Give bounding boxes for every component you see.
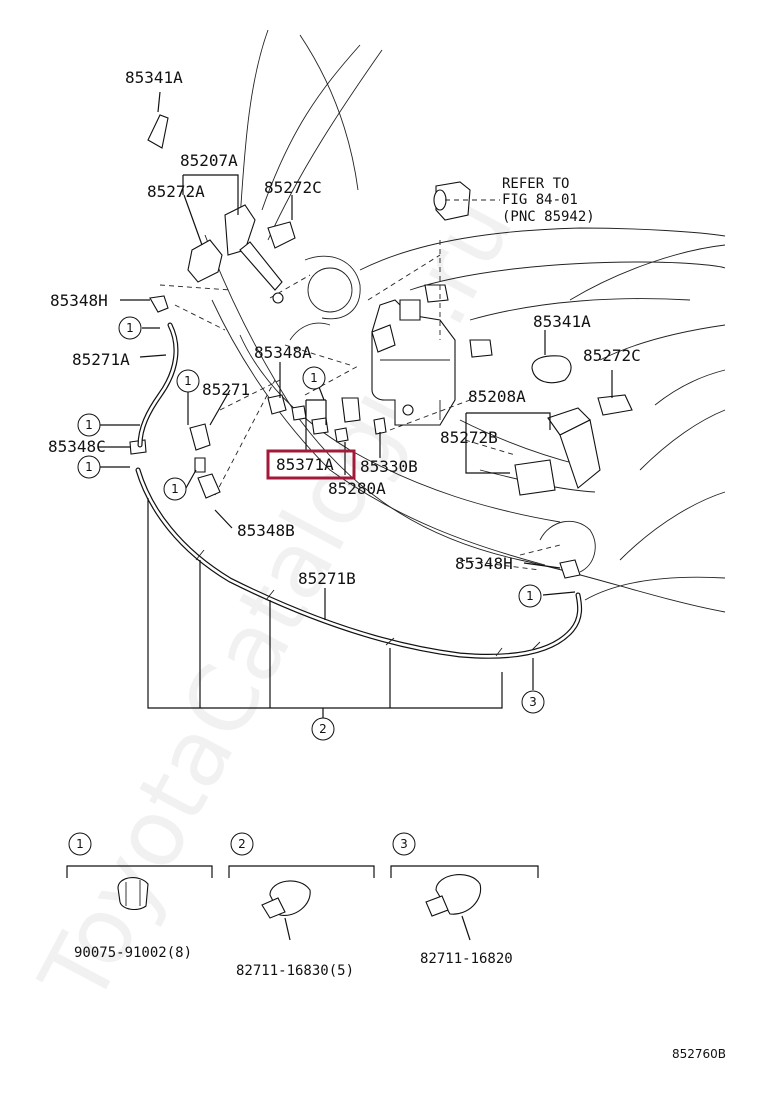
clip-1-part[interactable]: 90075-91002(8) (74, 945, 192, 961)
label-85271[interactable]: 85271 (202, 380, 250, 399)
refer-line3: (PNC 85942) (502, 209, 595, 225)
svg-text:1: 1 (126, 321, 134, 335)
callout-1-f: 1 (163, 477, 187, 501)
refer-line1: REFER TO (502, 176, 569, 192)
label-85272A[interactable]: 85272A (147, 182, 205, 201)
joint-85348H-right (559, 559, 581, 579)
clip-3: 3 82711-16820 (390, 832, 539, 967)
part-labels: 85341A 85207A 85272A 85272C 85348H 85271… (48, 68, 641, 588)
check-valve-group (267, 394, 387, 443)
label-85348H-right[interactable]: 85348H (455, 554, 513, 573)
label-85330B[interactable]: 85330B (360, 457, 418, 476)
svg-text:2: 2 (238, 837, 246, 851)
callout-1-e: 1 (77, 455, 101, 479)
leader-lines (98, 91, 613, 720)
label-85271B[interactable]: 85271B (298, 569, 356, 588)
label-85280A[interactable]: 85280A (328, 479, 386, 498)
label-85371A[interactable]: 85371A (276, 455, 334, 474)
label-85271A[interactable]: 85271A (72, 350, 130, 369)
svg-text:1: 1 (526, 589, 534, 603)
vehicle-body-outline (204, 29, 726, 613)
callout-1-b: 1 (176, 369, 200, 393)
svg-text:1: 1 (85, 460, 93, 474)
hose-85271B (135, 467, 583, 659)
label-85272B[interactable]: 85272B (440, 428, 498, 447)
clip-legend: 1 90075-91002(8) 2 82711-16830(5) 3 8271… (66, 832, 539, 979)
svg-text:1: 1 (310, 371, 318, 385)
callout-1-g: 1 (518, 584, 542, 608)
washer-reservoir (371, 284, 493, 426)
svg-text:1: 1 (76, 837, 84, 851)
label-85348A[interactable]: 85348A (254, 343, 312, 362)
svg-text:1: 1 (184, 374, 192, 388)
callout-1-d: 1 (77, 413, 101, 437)
svg-text:3: 3 (400, 837, 408, 851)
callout-2: 2 (311, 717, 335, 741)
label-85207A[interactable]: 85207A (180, 151, 238, 170)
clip-2-part[interactable]: 82711-16830(5) (236, 963, 354, 979)
svg-text:3: 3 (529, 695, 537, 709)
label-85272C-right[interactable]: 85272C (583, 346, 641, 365)
svg-text:1: 1 (85, 418, 93, 432)
highlight-85371A (266, 449, 356, 480)
callout-3: 3 (521, 690, 545, 714)
dashed-lines (159, 199, 561, 571)
cover-85341A-top (147, 114, 169, 149)
hose-85271 (189, 423, 221, 499)
svg-text:1: 1 (171, 482, 179, 496)
joint-85348H-left (149, 295, 169, 313)
clip-1: 1 90075-91002(8) (66, 832, 213, 961)
svg-text:2: 2 (319, 722, 327, 736)
label-85341A-top[interactable]: 85341A (125, 68, 183, 87)
clip-3-part[interactable]: 82711-16820 (420, 951, 513, 967)
hose-85271A (137, 322, 179, 448)
callout-1-c: 1 (302, 366, 326, 390)
refer-line2: FIG 84-01 (502, 192, 578, 208)
refer-to-note: REFER TO FIG 84-01 (PNC 85942) (502, 176, 595, 225)
label-85208A[interactable]: 85208A (468, 387, 526, 406)
label-85272C-top[interactable]: 85272C (264, 178, 322, 197)
clip-1-icon (117, 877, 149, 911)
washer-nozzle-right (514, 355, 633, 496)
washer-nozzle-left (187, 204, 296, 304)
clip-3-icon (435, 874, 482, 915)
label-85348C[interactable]: 85348C (48, 437, 106, 456)
clip-2: 2 82711-16830(5) (228, 832, 375, 979)
label-85348B[interactable]: 85348B (237, 521, 295, 540)
label-85348H-left[interactable]: 85348H (50, 291, 108, 310)
callouts: 1 1 1 1 1 1 1 2 3 (77, 316, 545, 741)
washer-motor-reference (433, 181, 471, 221)
callout-1-a: 1 (118, 316, 142, 340)
figure-code: 852760B (672, 1047, 726, 1061)
label-85341A-right[interactable]: 85341A (533, 312, 591, 331)
